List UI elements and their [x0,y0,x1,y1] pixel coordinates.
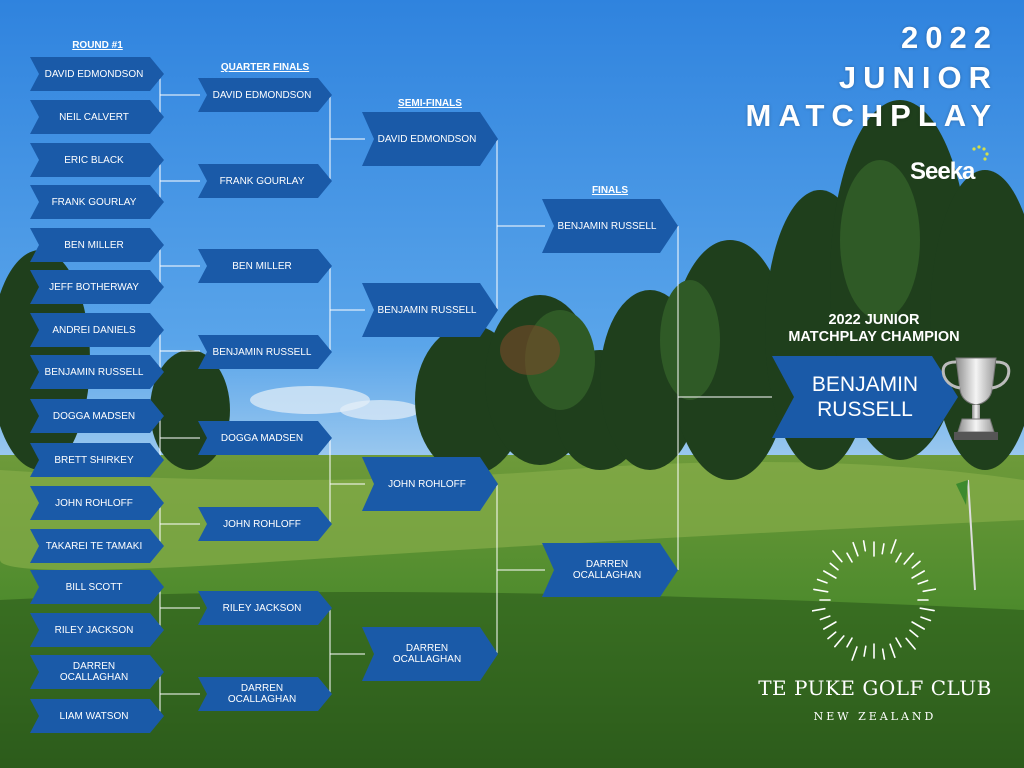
round1-player-8: BENJAMIN RUSSELL [30,355,164,389]
round1-player-16: LIAM WATSON [30,699,164,733]
semi-player-2: BENJAMIN RUSSELL [362,283,498,337]
sun-ray [911,560,921,569]
sun-ray [819,615,831,621]
sun-ray [852,541,859,557]
round1-player-9: DOGGA MADSEN [30,399,164,433]
sun-ray [909,629,919,638]
finals-player-2: DARREN OCALLAGHAN [542,543,678,597]
sun-ray [827,631,837,640]
round1-player-15: DARREN OCALLAGHAN [30,655,164,689]
quarter-player-7: RILEY JACKSON [198,591,332,625]
sun-ray [813,588,829,593]
sun-ray [903,552,915,565]
sun-ray [851,646,858,661]
round1-player-2: NEIL CALVERT [30,100,164,134]
semi-player-4: DARREN OCALLAGHAN [362,627,498,681]
round1-player-14: RILEY JACKSON [30,613,164,647]
title-year: 2022 [901,20,998,55]
quarter-player-2: FRANK GOURLAY [198,164,332,198]
round1-player-4: FRANK GOURLAY [30,185,164,219]
sun-ray [895,637,902,648]
finals-label: FINALS [591,185,629,196]
round1-player-5: BEN MILLER [30,228,164,262]
sun-ray [890,539,897,554]
sun-ray [829,562,839,571]
sun-ray [863,645,867,657]
quarter-player-5: DOGGA MADSEN [198,421,332,455]
sun-ray [833,635,845,648]
quarter-player-3: BEN MILLER [198,249,332,283]
champion-heading-line1: 2022 JUNIOR [828,312,920,328]
round1-player-1: DAVID EDMONDSON [30,57,164,91]
round1-player-11: JOHN ROHLOFF [30,486,164,520]
semi-finals-label: SEMI-FINALS [398,98,462,109]
sun-ray [920,616,932,622]
sun-ray [881,543,885,555]
semi-player-3: JOHN ROHLOFF [362,457,498,511]
quarter-player-4: BENJAMIN RUSSELL [198,335,332,369]
trophy-icon [941,357,1011,440]
sponsor-logo: Seeka [910,158,975,185]
champion-banner: BENJAMIN RUSSELL [772,356,958,438]
round1-player-7: ANDREI DANIELS [30,313,164,347]
sun-ray [895,552,902,563]
quarter-player-1: DAVID EDMONDSON [198,78,332,112]
sun-ray [862,540,867,552]
club-name: TE PUKE GOLF CLUB [758,676,992,700]
quarter-finals-label: QUARTER FINALS [220,62,310,73]
quarter-player-8: DARREN OCALLAGHAN [198,677,332,711]
quarter-player-6: JOHN ROHLOFF [198,507,332,541]
title-matchplay: MATCHPLAY [745,98,998,133]
sun-ray [816,578,828,584]
sun-ray [832,550,843,563]
sun-ray [922,588,936,593]
sun-ray [911,621,926,630]
sun-ray [919,607,935,612]
round1-player-12: TAKAREI TE TAMAKI [30,529,164,563]
round1-player-6: JEFF BOTHERWAY [30,270,164,304]
round1-label: ROUND #1 [72,40,123,51]
sun-ray [889,643,896,659]
club-country: NEW ZEALAND [813,710,937,723]
champion-name-line1: BENJAMIN [811,373,919,396]
sun-ray [812,607,826,612]
champion-heading: 2022 JUNIOR MATCHPLAY CHAMPION [770,312,978,346]
sun-ray [905,637,916,650]
champion-name-line2: RUSSELL [817,398,913,421]
title-junior: JUNIOR [838,60,998,95]
finals-player-1: BENJAMIN RUSSELL [542,199,678,253]
champion-heading-line2: MATCHPLAY CHAMPION [788,329,960,345]
sponsor-dots-icon [972,145,989,161]
sun-ray [846,552,853,563]
round1-player-10: BRETT SHIRKEY [30,443,164,477]
sun-ray [911,570,926,579]
sun-ray [881,648,886,660]
club-sun-logo-icon [812,539,936,661]
round1-player-3: ERIC BLACK [30,143,164,177]
sun-ray [822,621,837,630]
sun-ray [846,637,853,648]
sun-ray [917,579,929,585]
round1-player-13: BILL SCOTT [30,570,164,604]
sun-ray [822,570,837,579]
semi-player-1: DAVID EDMONDSON [362,112,498,166]
